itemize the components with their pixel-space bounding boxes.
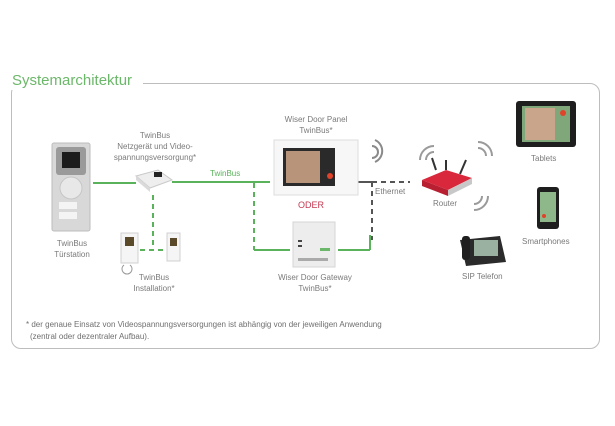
- footnote-line: (zentral oder dezentraler Aufbau).: [30, 332, 150, 341]
- diagram-frame: [11, 83, 600, 349]
- label-line: spannungsversorgung*: [113, 153, 197, 162]
- label-line: TwinBus*: [298, 284, 332, 293]
- label-smartphones: Smartphones: [522, 237, 570, 246]
- footnote-line: * der genaue Einsatz von Videospannungsv…: [26, 320, 382, 329]
- label-router: Router: [433, 199, 458, 208]
- wifi-icon-router-left: [419, 145, 435, 161]
- router-icon: [422, 157, 472, 196]
- gateway-icon: [292, 221, 336, 268]
- label-gateway: Wiser Door Gateway TwinBus*: [270, 272, 360, 294]
- label-line: TwinBus: [139, 131, 171, 140]
- diagram-title: Systemarchitektur: [12, 72, 133, 89]
- sip-phone-icon: [460, 236, 506, 266]
- door-panel-icon: [273, 139, 359, 196]
- label-installation: TwinBus Installation*: [124, 272, 184, 294]
- wifi-icon-panel: [371, 139, 384, 163]
- frame-gap: [8, 70, 143, 90]
- label-line: Wiser Door Gateway: [278, 273, 352, 282]
- power-supply-icon: [134, 169, 174, 192]
- label-ethernet: Ethernet: [375, 187, 406, 196]
- door-station-icon: [51, 142, 91, 232]
- label-line: TwinBus: [56, 239, 88, 248]
- label-door-panel: Wiser Door Panel TwinBus*: [276, 114, 356, 136]
- label-line: Wiser Door Panel: [284, 115, 348, 124]
- footnote: * der genaue Einsatz von Videospannungsv…: [26, 319, 382, 343]
- label-line: Installation*: [133, 284, 175, 293]
- tablet-icon: [516, 101, 576, 147]
- label-turstation: TwinBus Türstation: [48, 238, 96, 260]
- label-netzgeraet: TwinBus Netzgerät und Video- spannungsve…: [110, 130, 200, 163]
- label-line: Netzgerät und Video-: [117, 142, 193, 151]
- wifi-icon-router-bottom: [473, 195, 489, 211]
- wifi-icon-router-right: [477, 141, 493, 157]
- label-line: Türstation: [54, 250, 90, 259]
- label-line: TwinBus: [138, 273, 170, 282]
- indoor-station-icon: [120, 232, 181, 275]
- label-tablets: Tablets: [531, 154, 557, 163]
- label-oder: ODER: [298, 200, 325, 210]
- smartphone-icon: [537, 187, 559, 229]
- label-line: TwinBus*: [299, 126, 333, 135]
- label-sip: SIP Telefon: [462, 272, 503, 281]
- label-twinbus-line: TwinBus: [210, 169, 241, 178]
